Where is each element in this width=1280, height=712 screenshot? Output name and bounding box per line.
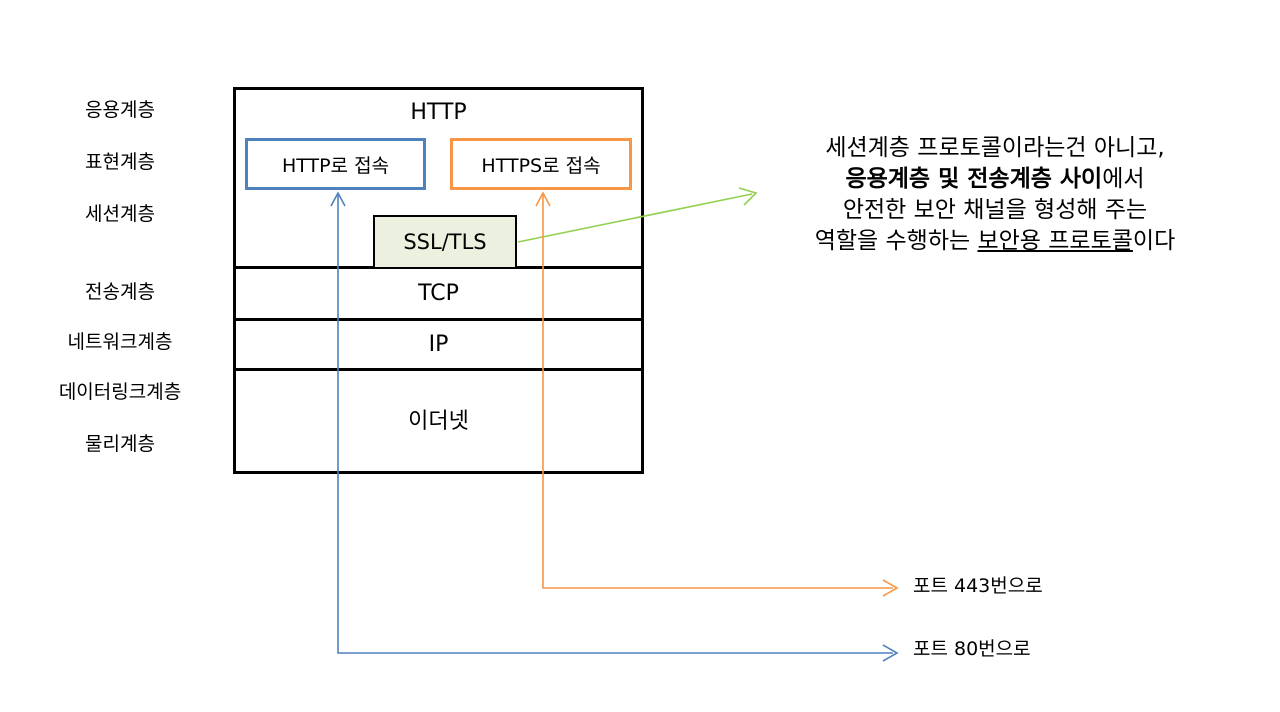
- http-right-arrowhead: [882, 644, 899, 662]
- note-line-4-post: 이다: [1132, 228, 1176, 254]
- https-port-line: [542, 195, 893, 589]
- note-line-1: 세션계층 프로토콜이라는건 아니고,: [825, 135, 1165, 161]
- note-line-2-rest: 에서: [1102, 166, 1145, 192]
- note-underlined-text: 보안용 프로토콜: [977, 228, 1133, 254]
- layer-label-presentation: 표현계층: [85, 151, 155, 173]
- layer-label-network: 네트워크계층: [67, 331, 173, 353]
- ip-label: IP: [428, 332, 449, 357]
- ssl-tls-box: SSL/TLS: [373, 215, 517, 267]
- note-line-2: 응용계층 및 전송계층 사이에서: [760, 164, 1230, 195]
- ssl-note-line: [517, 193, 753, 243]
- note-line-4: 역할을 수행하는 보안용 프로토콜이다: [760, 226, 1230, 257]
- note-line-3: 안전한 보안 채널을 형성해 주는: [842, 197, 1148, 223]
- note-line-4-pre: 역할을 수행하는: [814, 228, 978, 254]
- ethernet-label: 이더넷: [408, 409, 469, 434]
- https-up-arrowhead: [535, 191, 551, 207]
- port-443-label: 포트 443번으로: [913, 575, 1043, 597]
- https-right-arrowhead: [882, 579, 899, 597]
- layer-label-datalink: 데이터링크계층: [58, 381, 182, 403]
- http-port-line: [337, 195, 893, 654]
- http-up-arrowhead: [330, 191, 346, 207]
- ethernet-layer-box: 이더넷: [233, 368, 644, 474]
- note-bold-text: 응용계층 및 전송계층 사이: [845, 166, 1103, 192]
- layer-label-transport: 전송계층: [85, 281, 155, 303]
- layer-label-application: 응용계층: [85, 99, 155, 121]
- layer-label-session: 세션계층: [85, 203, 155, 225]
- http-label: HTTP: [410, 100, 467, 125]
- layer-label-physical: 물리계층: [85, 433, 155, 455]
- ssl-note-arrowhead: [738, 187, 758, 206]
- ssl-explanation-note: 세션계층 프로토콜이라는건 아니고, 응용계층 및 전송계층 사이에서 안전한 …: [760, 133, 1230, 257]
- http-connect-box: HTTP로 접속: [245, 138, 426, 190]
- port-80-label: 포트 80번으로: [913, 638, 1031, 660]
- https-connect-box: HTTPS로 접속: [450, 138, 632, 190]
- tcp-label: TCP: [418, 281, 459, 306]
